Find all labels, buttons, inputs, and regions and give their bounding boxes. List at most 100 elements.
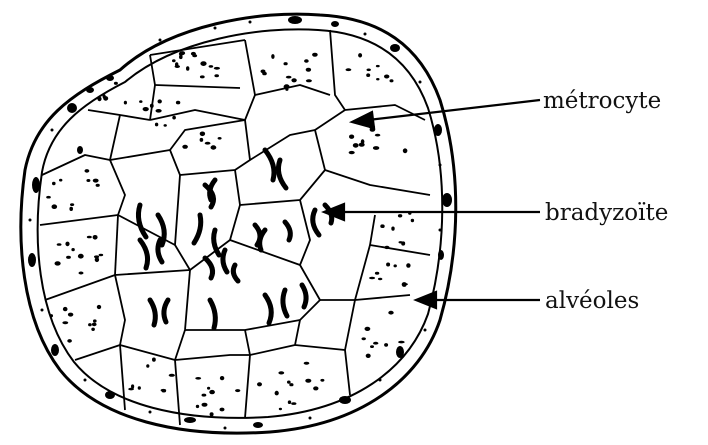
- granule: [380, 224, 384, 228]
- granule: [87, 236, 92, 239]
- granule: [291, 78, 296, 82]
- granule: [375, 272, 379, 275]
- granule: [124, 101, 127, 105]
- granule: [390, 79, 394, 82]
- granule: [285, 88, 288, 91]
- granule: [271, 54, 274, 59]
- granule: [86, 179, 90, 182]
- granule: [279, 408, 282, 410]
- granule: [349, 135, 354, 139]
- granule: [93, 319, 97, 322]
- granule: [367, 69, 371, 72]
- granule: [286, 76, 292, 79]
- granule: [195, 377, 201, 380]
- granule: [92, 323, 97, 327]
- granule: [200, 138, 204, 142]
- granule: [220, 376, 224, 380]
- granule: [114, 82, 118, 85]
- granule: [180, 51, 186, 55]
- granule: [313, 386, 318, 390]
- granule: [349, 151, 355, 154]
- granule: [306, 68, 311, 72]
- granule: [373, 146, 379, 150]
- label-alveoles: alvéoles: [545, 288, 639, 314]
- bradyzoite-body: [158, 240, 162, 262]
- granule: [143, 107, 149, 111]
- cell-boundaries: [40, 30, 430, 425]
- granule: [304, 59, 309, 63]
- granule: [103, 96, 108, 101]
- granule: [169, 374, 175, 377]
- granule: [214, 74, 219, 77]
- granule: [287, 381, 291, 384]
- granule: [391, 227, 394, 231]
- granule: [93, 179, 99, 183]
- granule: [257, 382, 262, 386]
- granule: [214, 67, 220, 70]
- granule: [384, 246, 389, 249]
- granule: [353, 143, 359, 148]
- granule: [57, 243, 62, 246]
- granule: [95, 257, 99, 262]
- granule: [376, 65, 380, 67]
- arrow-alveoles: [416, 292, 540, 308]
- granule: [79, 272, 84, 275]
- granule: [261, 70, 266, 74]
- granule: [388, 311, 393, 315]
- granule: [179, 55, 183, 59]
- granule: [403, 148, 408, 153]
- bradyzoite-body: [265, 150, 274, 180]
- bradyzoite-body: [260, 230, 265, 250]
- granule: [200, 61, 206, 66]
- granule: [67, 339, 72, 343]
- bradyzoite-body: [285, 222, 290, 240]
- granule: [78, 254, 84, 259]
- bradyzoite-body: [265, 295, 271, 323]
- granule: [320, 379, 324, 382]
- granule: [366, 73, 370, 77]
- granule: [175, 65, 180, 68]
- granule: [398, 341, 404, 344]
- granule: [161, 389, 167, 392]
- pointer-arrows: [324, 100, 540, 308]
- granule: [209, 65, 214, 68]
- bradyzoite-body: [214, 230, 219, 255]
- granule: [146, 364, 149, 368]
- bradyzoite-body: [164, 300, 168, 322]
- bradyzoite-body: [233, 265, 238, 281]
- granule: [358, 53, 362, 57]
- granule: [66, 256, 71, 259]
- bradyzoite-body: [140, 240, 148, 268]
- granule: [218, 137, 222, 140]
- granule: [172, 116, 176, 120]
- granule: [65, 242, 69, 247]
- granule: [50, 314, 53, 317]
- granule: [182, 145, 188, 149]
- granule: [191, 52, 196, 56]
- granule: [305, 379, 311, 383]
- granule: [202, 403, 208, 407]
- label-metrocyte: métrocyte: [543, 88, 661, 114]
- granule: [69, 207, 73, 211]
- granule: [150, 104, 154, 108]
- granule: [202, 394, 207, 397]
- granule: [96, 184, 100, 187]
- granule: [186, 66, 189, 71]
- granule: [85, 169, 90, 173]
- granule: [366, 354, 371, 358]
- granule: [384, 75, 389, 79]
- granule: [91, 328, 95, 331]
- granule: [128, 388, 134, 391]
- granule: [209, 390, 215, 394]
- granule: [398, 214, 402, 217]
- granule: [139, 100, 142, 103]
- bradyzoite-body: [278, 160, 286, 188]
- granule: [52, 204, 58, 209]
- granule: [370, 345, 374, 348]
- granule: [312, 53, 318, 57]
- granule: [406, 263, 410, 268]
- granule: [176, 101, 180, 105]
- granule: [291, 402, 296, 405]
- granule: [373, 342, 378, 345]
